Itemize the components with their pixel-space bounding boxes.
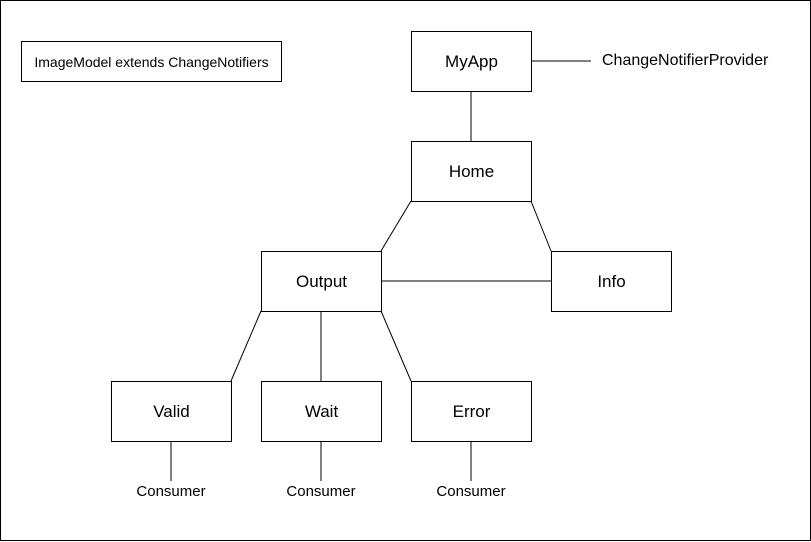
node-error: Error: [411, 381, 532, 442]
note-text: ImageModel extends ChangeNotifiers: [34, 53, 269, 70]
provider-label: ChangeNotifierProvider: [602, 52, 769, 69]
node-valid-label: Valid: [153, 401, 190, 421]
edge-output-error: [380, 310, 412, 382]
consumer-error-label: Consumer: [436, 483, 506, 500]
node-info-label: Info: [597, 271, 626, 291]
node-myapp-label: MyApp: [445, 51, 498, 71]
node-output-label: Output: [295, 271, 348, 291]
edge-home-info: [530, 200, 552, 252]
node-error-label: Error: [452, 401, 491, 421]
node-home-label: Home: [448, 161, 495, 181]
node-wait-label: Wait: [304, 401, 339, 421]
consumer-wait-label: Consumer: [286, 483, 356, 500]
node-output: Output: [261, 251, 382, 312]
edge-home-output: [380, 200, 412, 252]
note-box: ImageModel extends ChangeNotifiers: [21, 41, 282, 82]
node-valid: Valid: [111, 381, 232, 442]
node-myapp: MyApp: [411, 31, 532, 92]
consumer-valid-label: Consumer: [136, 483, 206, 500]
node-home: Home: [411, 141, 532, 202]
edge-output-valid: [230, 310, 262, 382]
node-info: Info: [551, 251, 672, 312]
node-wait: Wait: [261, 381, 382, 442]
